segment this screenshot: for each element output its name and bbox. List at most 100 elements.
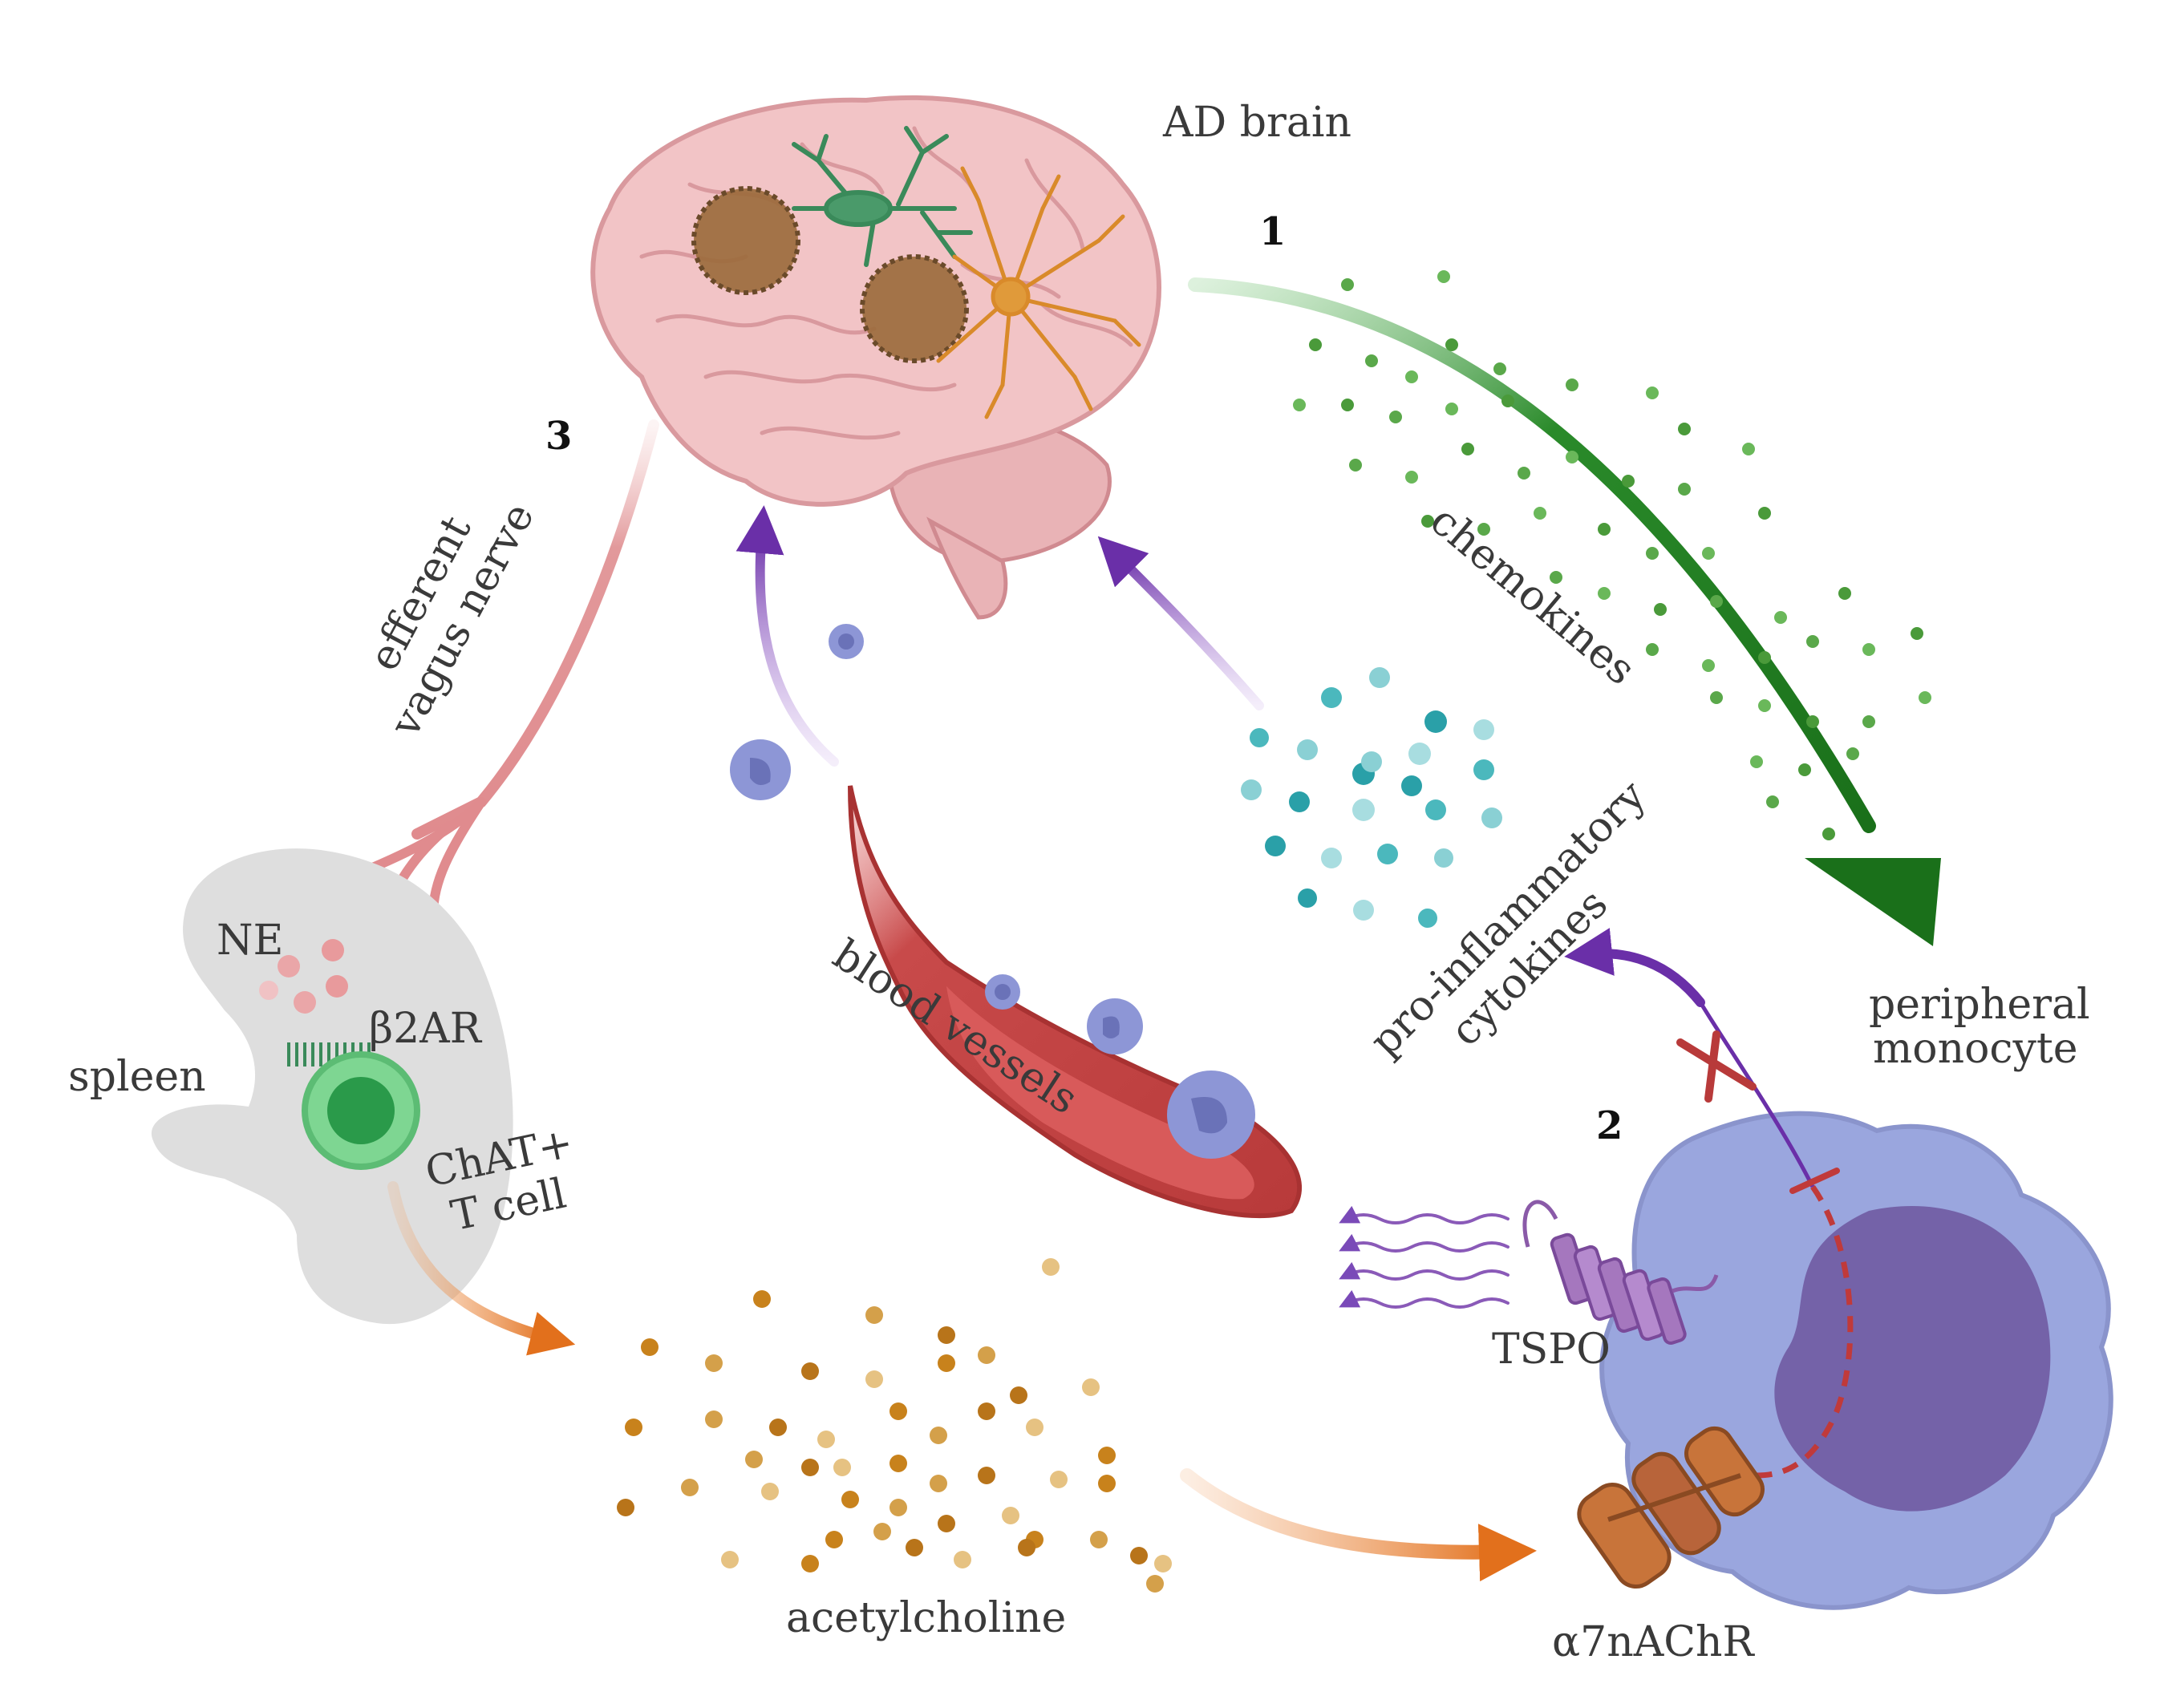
tspo-label: TSPO xyxy=(1492,1326,1611,1374)
acetylcholine-dot xyxy=(930,1427,947,1444)
chemokine-dot xyxy=(1501,395,1514,407)
cytokine-dot xyxy=(1289,791,1310,812)
chemokine-dot xyxy=(1919,691,1931,704)
vagus-nerve xyxy=(411,419,659,840)
acetylcholine-dot xyxy=(978,1402,995,1420)
chemokine-dot xyxy=(1550,571,1562,584)
acetylcholine-dot xyxy=(930,1475,947,1492)
chemokine-dot xyxy=(1774,611,1787,624)
acetylcholine-dot xyxy=(681,1479,699,1496)
tspo-protein xyxy=(1522,1200,1719,1345)
acetylcholine-dot xyxy=(745,1451,763,1468)
tspo-signal-waves xyxy=(1339,1205,1509,1309)
acetylcholine-dot xyxy=(889,1455,907,1472)
acetylcholine-dot xyxy=(1018,1539,1035,1556)
acetylcholine-dot xyxy=(721,1551,739,1568)
acetylcholine-dot xyxy=(938,1354,955,1372)
cytokine-dot xyxy=(1434,848,1453,868)
acetylcholine-dot xyxy=(801,1362,819,1380)
neuron xyxy=(792,126,973,267)
acetylcholine-dot xyxy=(865,1370,883,1388)
acetylcholine-dot xyxy=(1082,1378,1100,1396)
chemokine-dot xyxy=(1598,523,1611,536)
leukocyte xyxy=(1087,998,1143,1054)
acetylcholine-label: acetylcholine xyxy=(786,1594,1066,1642)
ad-brain-label: AD brain xyxy=(1162,99,1351,147)
chemokine-dot xyxy=(1341,399,1354,411)
chemokine-dot xyxy=(1806,635,1819,648)
chemokine-dot xyxy=(1421,515,1434,528)
acetylcholine-dot xyxy=(817,1431,835,1448)
cytokine-dot xyxy=(1250,728,1269,747)
chemokine-dot xyxy=(1518,467,1530,480)
chemokine-dot xyxy=(1622,475,1635,488)
chemokine-dot xyxy=(1766,795,1779,808)
chemokine-dot xyxy=(1678,423,1691,435)
efferent-vagus-nerve-label: efferent vagus nerve xyxy=(360,496,545,745)
cytokine-dots xyxy=(1241,667,1502,928)
acetylcholine-dot xyxy=(761,1483,779,1500)
peripheral-label: peripheral xyxy=(1869,981,2090,1029)
acetylcholine-dot xyxy=(769,1419,787,1436)
chemokine-dot xyxy=(1445,403,1458,415)
astrocyte xyxy=(936,166,1141,419)
acetylcholine-dot xyxy=(1042,1258,1060,1276)
acetylcholine-dot xyxy=(1026,1419,1043,1436)
chemokine-dot xyxy=(1710,595,1723,608)
chemokine-dot xyxy=(1702,659,1715,672)
inhibition-line xyxy=(1756,1184,1854,1479)
chemokine-dot xyxy=(1437,270,1450,283)
chemokine-dot xyxy=(1477,523,1490,536)
ne-label: NE xyxy=(217,917,283,965)
chemokine-dot xyxy=(1365,354,1378,367)
blood-vessel xyxy=(848,785,1303,1219)
chemokine-dot xyxy=(1798,763,1811,776)
cytokine-dot xyxy=(1425,799,1446,820)
acetylcholine-dot xyxy=(1154,1555,1172,1572)
chemokine-dot xyxy=(1493,362,1506,375)
chemokine-dot xyxy=(1710,691,1723,704)
acetylcholine-dot xyxy=(825,1531,843,1548)
circulating-leukocyte xyxy=(730,739,791,800)
b2ar-label: β2AR xyxy=(369,1005,483,1053)
cytokine-dot xyxy=(1401,775,1422,796)
acetylcholine-dot xyxy=(938,1326,955,1344)
acetylcholine-dot xyxy=(978,1467,995,1484)
acetylcholine-dots xyxy=(617,1258,1172,1593)
chemokine-dot xyxy=(1862,715,1875,728)
chemokine-dot xyxy=(1742,443,1755,455)
acetylcholine-dot xyxy=(641,1338,659,1356)
chemokine-dot xyxy=(1758,651,1771,664)
acetylcholine-dot xyxy=(1050,1471,1068,1488)
spleen-label: spleen xyxy=(68,1053,206,1101)
step-3-label: 3 xyxy=(545,414,572,459)
cytokine-dot xyxy=(1408,743,1431,765)
chemokine-arrowhead xyxy=(1805,858,1941,946)
chemokine-dot xyxy=(1341,278,1354,291)
chemokine-dot xyxy=(1405,471,1418,484)
norepinephrine-vesicles xyxy=(259,939,348,1014)
chat-t-cell-label: ChAT+ T cell xyxy=(421,1119,577,1241)
pro-inflammatory-cytokines-label: pro-inflammatory cytokines xyxy=(1361,771,1655,1066)
chemokine-dot xyxy=(1461,443,1474,455)
monocyte-label: monocyte xyxy=(1873,1025,2078,1073)
inhibition-bar xyxy=(1789,1168,1840,1194)
vessel-to-brain-arrow xyxy=(735,505,839,767)
acetylcholine-dot xyxy=(625,1419,642,1436)
cytokine-dot xyxy=(1481,807,1502,828)
amyloid-plaques xyxy=(691,186,969,363)
chemokine-dot xyxy=(1911,627,1923,640)
acetylcholine-dot xyxy=(841,1491,859,1508)
acetylcholine-dot xyxy=(938,1515,955,1532)
chemokine-dot xyxy=(1750,755,1763,768)
chemokine-dot xyxy=(1293,399,1306,411)
chemokine-dot xyxy=(1838,587,1851,600)
chemokines-label: chemokines xyxy=(1421,496,1644,694)
monocyte-nucleus xyxy=(1774,1206,2051,1512)
chemokine-dot xyxy=(1534,507,1546,520)
acetylcholine-dot xyxy=(833,1459,851,1476)
acetylcholine-dot xyxy=(1098,1447,1116,1464)
acetylcholine-dot xyxy=(954,1551,971,1568)
